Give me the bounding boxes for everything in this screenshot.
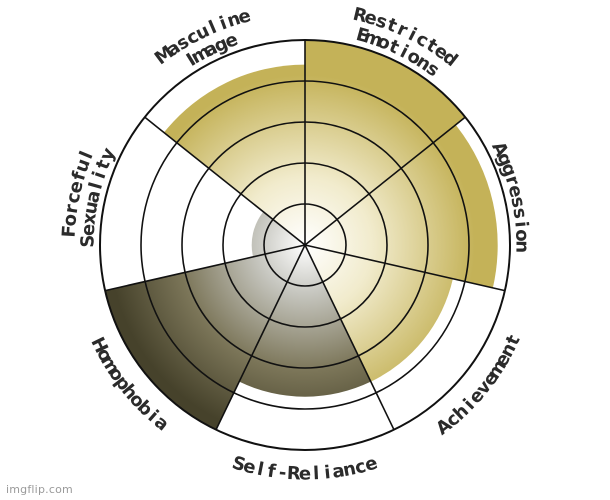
svg-text:S: S	[77, 234, 98, 247]
svg-text:l: l	[255, 459, 265, 481]
svg-text:a: a	[82, 188, 105, 205]
svg-text:l: l	[85, 180, 107, 192]
svg-text:o: o	[59, 213, 81, 228]
sector-aggression	[305, 124, 498, 288]
sector-self-reliance	[239, 245, 371, 397]
svg-text:e: e	[65, 179, 88, 196]
svg-text:e: e	[362, 7, 380, 31]
svg-text:x: x	[78, 211, 100, 225]
svg-text:e: e	[362, 452, 380, 476]
svg-text:c: c	[62, 191, 85, 206]
svg-text:r: r	[61, 203, 83, 215]
svg-text:f: f	[266, 461, 277, 483]
svg-text:e: e	[78, 223, 100, 237]
grid-spoke-4	[304, 244, 395, 431]
svg-text:e: e	[299, 464, 311, 485]
svg-text:s: s	[508, 206, 530, 220]
svg-text:n: n	[225, 8, 244, 32]
svg-text:F: F	[59, 225, 81, 238]
grid-spoke-7	[144, 116, 306, 246]
svg-text:E: E	[354, 24, 371, 48]
sector-masculine-image	[163, 64, 305, 245]
svg-text:e: e	[236, 5, 253, 28]
svg-text:e: e	[241, 456, 258, 479]
svg-text:-: -	[278, 462, 287, 484]
grid-spoke-3	[304, 244, 506, 292]
sector-forceful-sexuality	[251, 211, 305, 257]
svg-text:n: n	[341, 458, 358, 481]
grid-spoke-5	[215, 244, 306, 431]
svg-text:i: i	[510, 220, 531, 228]
grid-spoke-6	[104, 244, 306, 292]
svg-text:s: s	[506, 195, 529, 210]
svg-text:R: R	[286, 463, 301, 485]
svg-text:u: u	[80, 200, 103, 216]
svg-text:R: R	[351, 4, 370, 28]
grid-spoke-2	[304, 116, 466, 246]
watermark: imgflip.com	[6, 483, 73, 496]
svg-text:a: a	[331, 460, 346, 483]
sector-restricted-emotions	[305, 40, 466, 245]
svg-text:o: o	[511, 229, 533, 242]
svg-text:S: S	[230, 452, 248, 476]
svg-text:e: e	[504, 183, 527, 200]
svg-text:c: c	[353, 456, 368, 479]
svg-text:l: l	[313, 463, 320, 484]
svg-text:n: n	[511, 240, 532, 253]
svg-text:i: i	[323, 462, 331, 484]
sector-achievement	[305, 245, 453, 382]
